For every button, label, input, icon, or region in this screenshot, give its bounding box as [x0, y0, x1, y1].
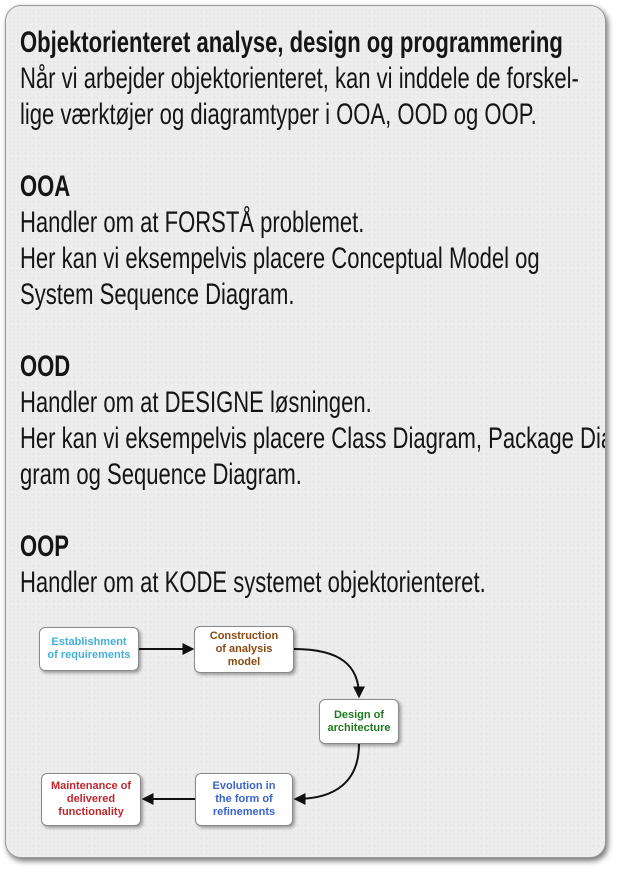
ood-text-3: gram og Sequence Diagram.	[20, 458, 302, 491]
section-line: Handler om at FORSTÅ problemet.	[20, 205, 600, 241]
section-heading-oop: OOP	[20, 530, 70, 563]
step-label-line: Design of	[333, 708, 385, 721]
section-heading-ooa: OOA	[20, 170, 71, 203]
arrow-analysis-to-architecture	[293, 648, 365, 699]
step-label-line: Evolution in	[212, 780, 276, 792]
arrow-architecture-to-refinements	[293, 743, 360, 805]
paragraph-spacer	[20, 493, 600, 529]
diagram-step-architecture: Design of architecture	[319, 699, 399, 744]
section-line: Handler om at DESIGNE løsningen.	[20, 385, 600, 421]
ooa-text-2: Her kan vi eksempelvis placere Conceptua…	[20, 242, 540, 275]
section-line: Her kan vi eksempelvis placere Conceptua…	[20, 241, 600, 277]
intro-text-1: Når vi arbejder objektorienteret, kan vi…	[20, 62, 579, 95]
step-label-line: of analysis	[215, 643, 273, 655]
intro-line: Når vi arbejder objektorienteret, kan vi…	[20, 61, 600, 97]
paragraph-spacer	[20, 313, 600, 349]
section-line: Handler om at KODE systemet objektorient…	[20, 565, 600, 601]
section-line: gram og Sequence Diagram.	[20, 457, 600, 493]
step-label-line: Maintenance of	[50, 780, 132, 792]
diagram-step-maintenance: Maintenance of delivered functionality	[41, 773, 141, 826]
section-heading-line: OOP	[20, 529, 600, 565]
step-label-line: Construction	[209, 630, 279, 642]
note-card: Objektorienteret analyse, design og prog…	[5, 5, 606, 858]
step-label-line: of requirements	[47, 649, 131, 661]
step-label-line: refinements	[212, 806, 276, 818]
intro-line: lige værktøjer og diagramtyper i OOA, OO…	[20, 97, 600, 133]
document-title-line: Objektorienteret analyse, design og prog…	[20, 25, 600, 61]
section-line: Her kan vi eksempelvis placere Class Dia…	[20, 421, 605, 457]
section-line: System Sequence Diagram.	[20, 277, 600, 313]
ooa-text-1: Handler om at FORSTÅ problemet.	[20, 206, 365, 239]
diagram-step-refinements: Evolution in the form of refinements	[195, 773, 293, 826]
section-heading-ood: OOD	[20, 350, 71, 383]
step-label-line: delivered	[66, 793, 116, 805]
step-label-line: functionality	[58, 806, 124, 818]
paragraph-spacer	[20, 133, 600, 169]
diagram-step-analysis-model: Construction of analysis model	[194, 626, 294, 673]
step-label-line: the form of	[215, 793, 273, 805]
document-title: Objektorienteret analyse, design og prog…	[20, 26, 563, 59]
ood-text-2: Her kan vi eksempelvis placere Class Dia…	[20, 422, 606, 455]
oop-text-1: Handler om at KODE systemet objektorient…	[20, 566, 486, 599]
step-label-line: model	[227, 656, 261, 668]
diagram-step-requirements: Establishment of requirements	[39, 627, 139, 671]
intro-text-2: lige værktøjer og diagramtyper i OOA, OO…	[20, 98, 537, 131]
note-text: Objektorienteret analyse, design og prog…	[20, 25, 605, 601]
ood-text-1: Handler om at DESIGNE løsningen.	[20, 386, 372, 419]
step-label-line: Establishment	[51, 636, 127, 648]
step-label-line: architecture	[327, 721, 391, 734]
section-heading-line: OOD	[20, 349, 600, 385]
section-heading-line: OOA	[20, 169, 600, 205]
ooa-text-3: System Sequence Diagram.	[20, 278, 295, 311]
